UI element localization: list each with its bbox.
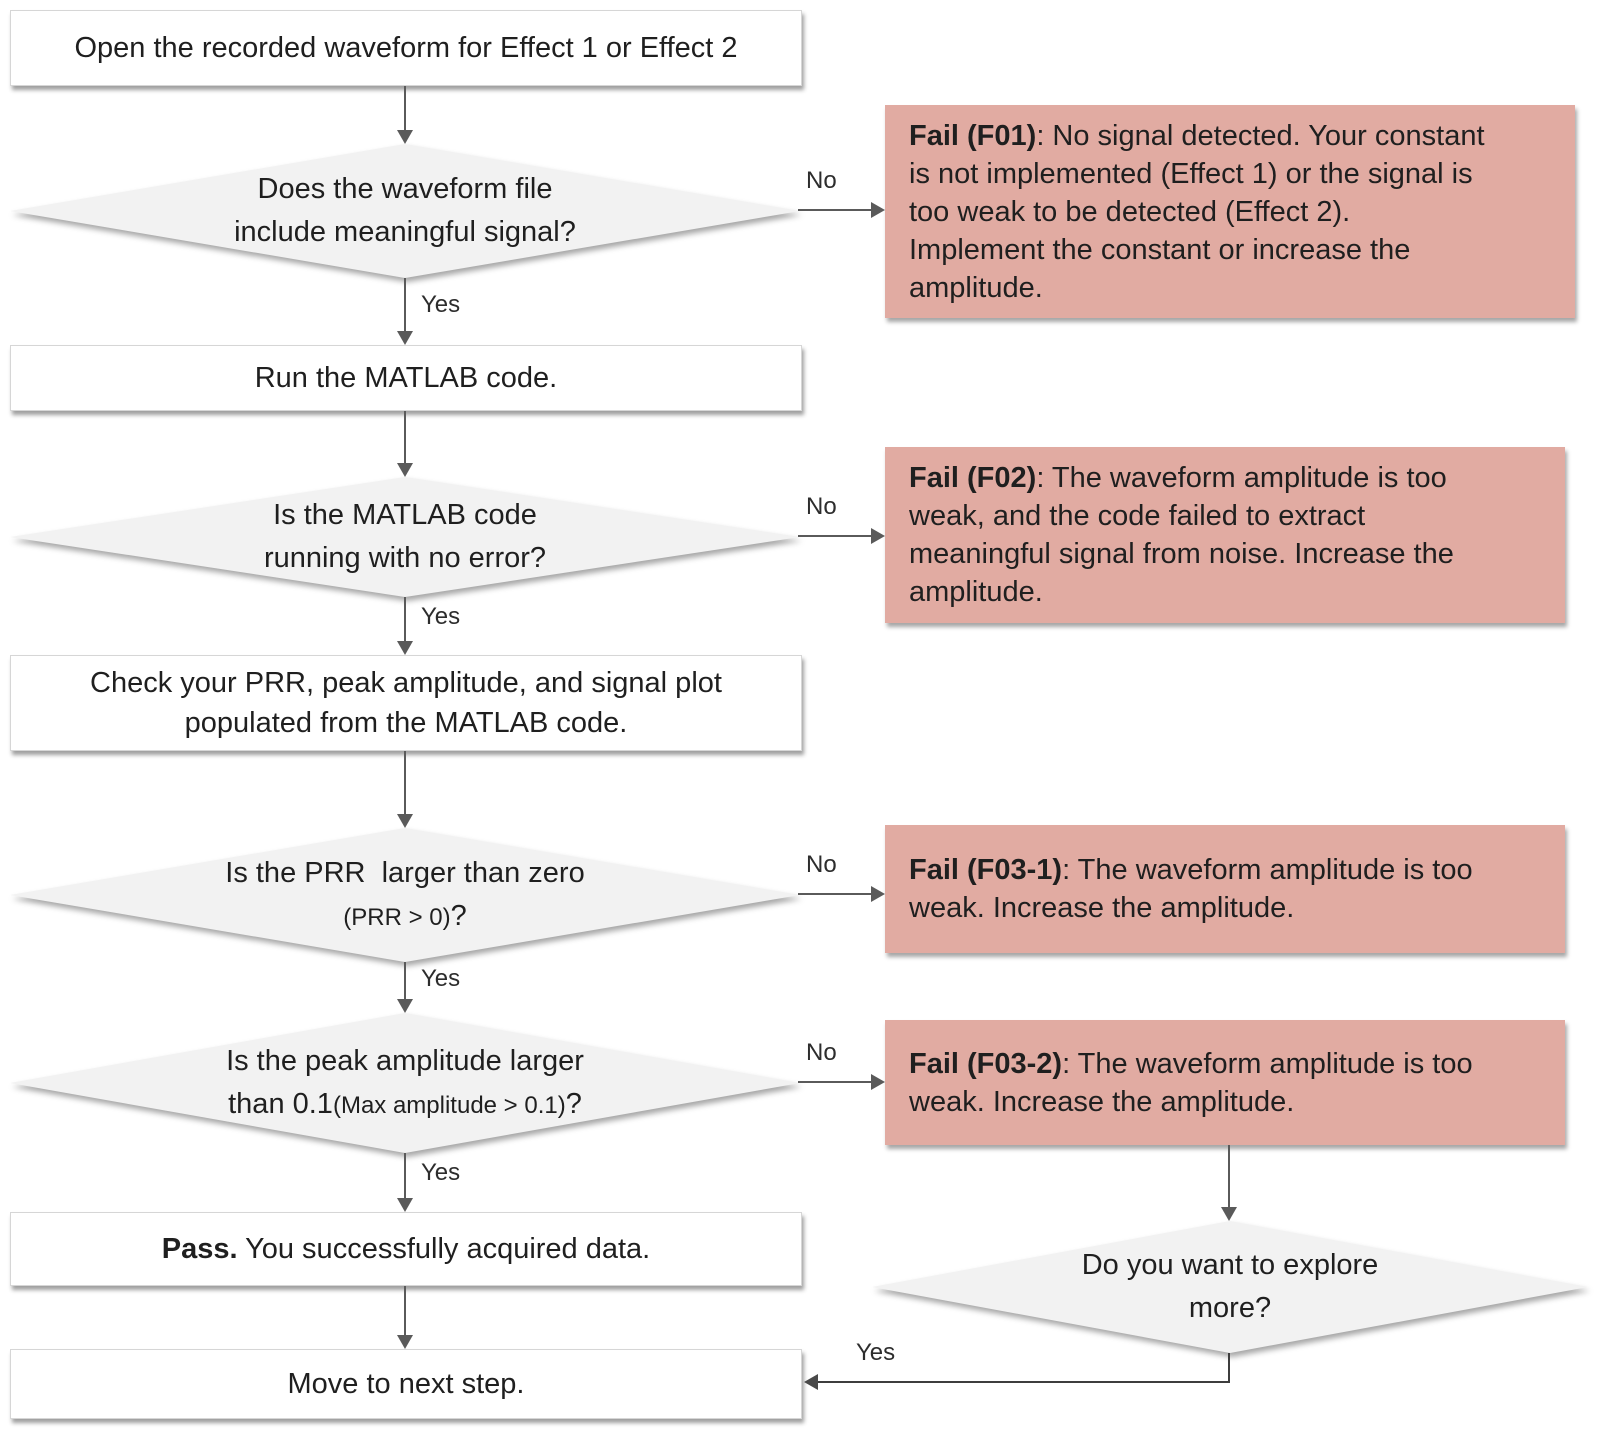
decision-explore-line1: Do you want to explore <box>1081 1249 1379 1281</box>
fail-f02-text: Fail (F02): The waveform amplitude is to… <box>909 459 1454 611</box>
arrow-amplitude-to-pass-line <box>404 1153 406 1198</box>
step-run-label: Run the MATLAB code. <box>254 362 558 394</box>
decision-explore-diamond: Do you want to explore more? <box>872 1221 1588 1353</box>
step-check-box: Check your PRR, peak amplitude, and sign… <box>10 655 802 751</box>
arrow-explore-to-move-vline <box>1228 1353 1230 1383</box>
decision-prr-diamond: Is the PRR larger than zero (PRR > 0)? <box>10 828 800 962</box>
fail-f03-2-box: Fail (F03-2): The waveform amplitude is … <box>885 1020 1565 1145</box>
step-open-label: Open the recorded waveform for Effect 1 … <box>74 32 738 64</box>
arrow-open-to-signal-line <box>404 86 406 130</box>
label-yes-amplitude: Yes <box>421 1159 461 1186</box>
fail-f02-code: Fail (F02) <box>909 462 1037 494</box>
fail-f03-1-code: Fail (F03-1) <box>909 854 1063 886</box>
arrow-no-f03-2-head-icon <box>871 1074 885 1090</box>
arrow-open-to-signal-head-icon <box>397 130 413 144</box>
fail-f01-code: Fail (F01) <box>909 119 1037 152</box>
decision-error-label: Is the MATLAB code running with no error… <box>10 477 800 597</box>
arrow-run-to-error-line <box>404 411 406 463</box>
arrow-no-f03-1-head-icon <box>871 886 885 902</box>
decision-prr-condition: (PRR > 0) <box>343 903 451 931</box>
step-pass-box: Pass. You successfully acquired data. <box>10 1212 802 1286</box>
arrow-explore-to-move-head-icon <box>804 1374 818 1390</box>
fail-f01-box: Fail (F01): No signal detected. Your con… <box>885 105 1575 318</box>
arrow-error-to-check-head-icon <box>397 641 413 655</box>
arrow-no-f01-head-icon <box>871 202 885 218</box>
decision-prr-line1: Is the PRR larger than zero <box>225 856 585 889</box>
fail-f01-message: : No signal detected. Your constant is n… <box>909 119 1485 304</box>
pass-bold-text: Pass. <box>161 1233 238 1265</box>
step-open-box: Open the recorded waveform for Effect 1 … <box>10 10 802 86</box>
arrow-f03-2-to-explore-line <box>1228 1145 1230 1207</box>
step-move-label: Move to next step. <box>287 1368 525 1400</box>
arrow-no-f02-line <box>798 535 871 537</box>
arrow-run-to-error-head-icon <box>397 463 413 477</box>
decision-amplitude-diamond: Is the peak amplitude larger than 0.1(Ma… <box>10 1013 800 1153</box>
label-no-f03-2: No <box>806 1039 837 1066</box>
arrow-no-f01-line <box>798 209 871 211</box>
fail-f03-2-text: Fail (F03-2): The waveform amplitude is … <box>909 1045 1473 1121</box>
decision-amplitude-condition: (Max amplitude > 0.1) <box>332 1091 566 1119</box>
arrow-signal-to-run-line <box>404 278 406 331</box>
decision-amplitude-question-mark: ? <box>565 1087 582 1120</box>
arrow-prr-to-amplitude-head-icon <box>397 999 413 1013</box>
decision-amplitude-line1: Is the peak amplitude larger <box>226 1044 584 1077</box>
fail-f02-message: : The waveform amplitude is too weak, an… <box>909 462 1454 608</box>
decision-explore-line2: more? <box>1188 1292 1272 1324</box>
decision-error-line1: Is the MATLAB code <box>273 499 537 531</box>
step-run-box: Run the MATLAB code. <box>10 345 802 411</box>
decision-explore-label: Do you want to explore more? <box>872 1221 1588 1353</box>
decision-error-diamond: Is the MATLAB code running with no error… <box>10 477 800 597</box>
arrow-error-to-check-line <box>404 597 406 641</box>
label-yes-error: Yes <box>421 603 461 630</box>
decision-amplitude-threshold: than 0.1 <box>228 1087 333 1120</box>
decision-signal-line1: Does the waveform file <box>257 173 553 205</box>
decision-signal-line2: include meaningful signal? <box>234 216 576 248</box>
fail-f01-text: Fail (F01): No signal detected. Your con… <box>909 117 1485 307</box>
label-no-f03-1: No <box>806 851 837 878</box>
arrow-no-f03-1-line <box>798 893 871 895</box>
label-no-f02: No <box>806 493 837 520</box>
arrow-no-f02-head-icon <box>871 528 885 544</box>
decision-amplitude-line2: than 0.1(Max amplitude > 0.1)? <box>228 1083 582 1127</box>
decision-prr-line2: (PRR > 0)? <box>343 895 467 939</box>
arrow-pass-to-move-line <box>404 1286 406 1335</box>
label-yes-explore: Yes <box>856 1339 896 1366</box>
fail-f03-1-message: : The waveform amplitude is too weak. In… <box>909 854 1473 924</box>
pass-rest-text: You successfully acquired data. <box>237 1233 651 1265</box>
step-move-box: Move to next step. <box>10 1349 802 1419</box>
decision-amplitude-label: Is the peak amplitude larger than 0.1(Ma… <box>10 1013 800 1153</box>
decision-prr-question-mark: ? <box>450 899 467 932</box>
fail-f03-2-code: Fail (F03-2) <box>909 1047 1063 1080</box>
decision-signal-diamond: Does the waveform file include meaningfu… <box>10 144 800 278</box>
arrow-no-f03-2-line <box>798 1081 871 1083</box>
decision-error-line2: running with no error? <box>263 542 547 574</box>
arrow-explore-to-move-hline <box>818 1381 1230 1383</box>
arrow-signal-to-run-head-icon <box>397 331 413 345</box>
label-yes-signal: Yes <box>421 291 461 318</box>
fail-f03-2-message: : The waveform amplitude is too weak. In… <box>909 1047 1473 1118</box>
step-check-label: Check your PRR, peak amplitude, and sign… <box>90 667 722 739</box>
arrow-check-to-prr-head-icon <box>397 814 413 828</box>
fail-f03-1-text: Fail (F03-1): The waveform amplitude is … <box>909 851 1473 927</box>
decision-prr-label: Is the PRR larger than zero (PRR > 0)? <box>10 828 800 962</box>
label-no-f01: No <box>806 167 837 194</box>
step-pass-label: Pass. You successfully acquired data. <box>162 1229 651 1269</box>
fail-f02-box: Fail (F02): The waveform amplitude is to… <box>885 447 1565 623</box>
arrow-check-to-prr-line <box>404 751 406 814</box>
label-yes-prr: Yes <box>421 965 461 992</box>
arrow-f03-2-to-explore-head-icon <box>1221 1207 1237 1221</box>
decision-signal-label: Does the waveform file include meaningfu… <box>10 144 800 278</box>
arrow-pass-to-move-head-icon <box>397 1335 413 1349</box>
arrow-prr-to-amplitude-line <box>404 962 406 999</box>
arrow-amplitude-to-pass-head-icon <box>397 1198 413 1212</box>
fail-f03-1-box: Fail (F03-1): The waveform amplitude is … <box>885 825 1565 953</box>
